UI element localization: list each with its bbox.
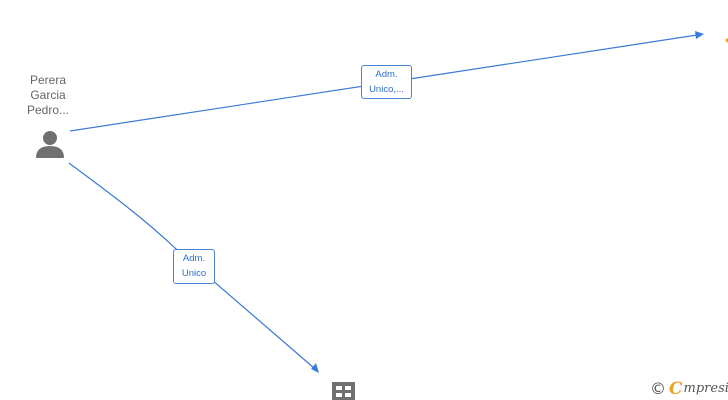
edge-label-role: Adm. Unico,... [361,65,412,99]
copyright-icon: © [650,379,666,398]
company-icon-partial[interactable] [725,38,728,43]
company-icon[interactable] [332,382,355,400]
edge-arrowhead [695,31,704,39]
brand-logo-initial: C [669,379,683,399]
person-name-label[interactable]: Perera Garcia Pedro... [26,73,70,117]
edge-person-to-company-bottom [68,162,315,369]
edge-label-role: Adm. Unico [173,249,215,284]
edge-arrowhead [311,363,319,373]
brand-logo-text: mpresia [683,381,728,396]
person-icon[interactable] [36,131,64,158]
empresia-watermark: © C mpresia [650,378,728,400]
